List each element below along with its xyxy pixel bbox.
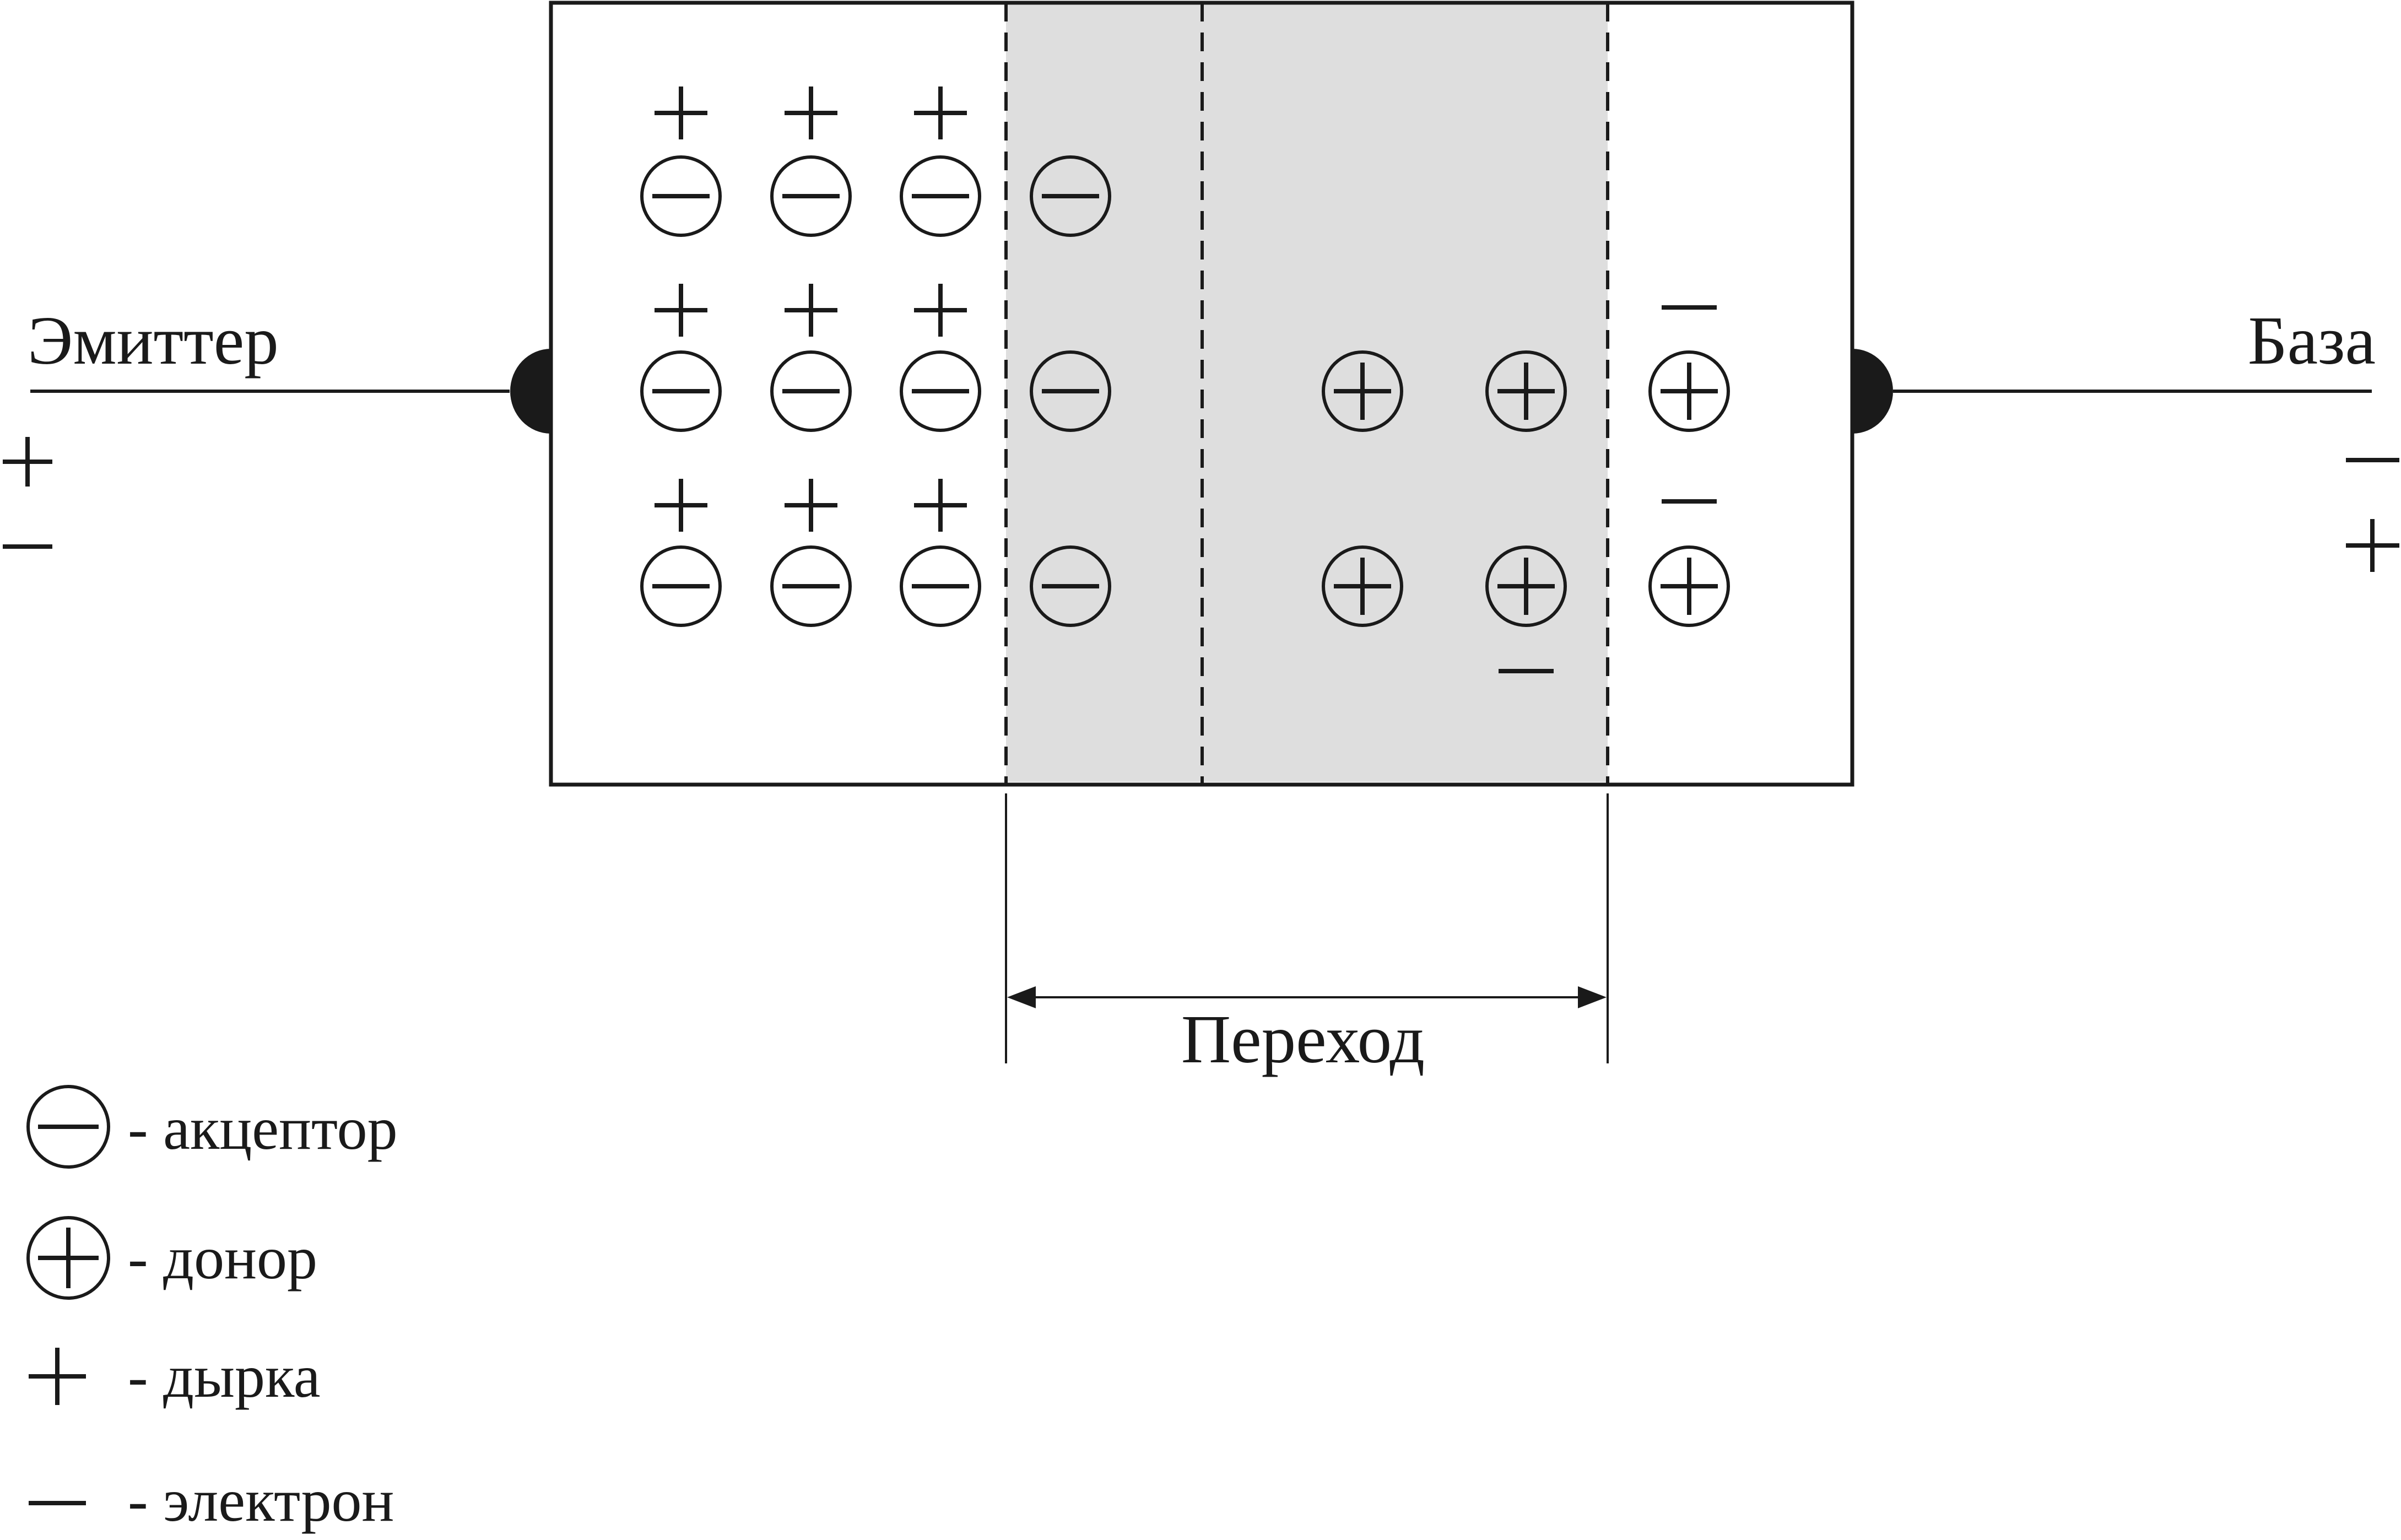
hole-icon xyxy=(785,87,837,139)
emitter-polarity xyxy=(3,437,52,549)
emitter-label: Эмиттер xyxy=(28,303,279,379)
arrow-left-icon xyxy=(1007,986,1036,1008)
acceptor-icon xyxy=(770,545,852,627)
donor-icon xyxy=(1485,545,1567,627)
base-polarity xyxy=(2346,458,2399,572)
junction-label: Переход xyxy=(1181,1002,1425,1078)
legend-item-acceptor: - акцептор xyxy=(26,1085,398,1169)
legend-donor-text: - донор xyxy=(128,1224,317,1292)
donor-icon xyxy=(1322,350,1403,432)
hole-icon xyxy=(29,1348,86,1405)
base-contact xyxy=(1852,349,1893,434)
donor-icon xyxy=(26,1216,110,1300)
hole-icon xyxy=(785,284,837,337)
hole-icon xyxy=(655,87,707,139)
acceptor-icon xyxy=(900,350,981,432)
donor-icon xyxy=(1648,350,1730,432)
legend-item-hole: - дырка xyxy=(29,1343,321,1410)
acceptor-icon xyxy=(900,155,981,237)
base-label: База xyxy=(2248,303,2376,379)
hole-icon xyxy=(655,284,707,337)
arrow-right-icon xyxy=(1578,986,1607,1008)
acceptor-icon xyxy=(640,350,722,432)
acceptor-icon xyxy=(640,545,722,627)
acceptor-icon xyxy=(1030,545,1111,627)
hole-icon xyxy=(655,479,707,532)
legend: - акцептор - донор - дырка - электрон xyxy=(26,1085,398,1534)
hole-icon xyxy=(914,87,967,139)
legend-hole-text: - дырка xyxy=(128,1343,321,1410)
acceptor-icon xyxy=(26,1085,110,1169)
hole-icon xyxy=(914,284,967,337)
legend-acceptor-text: - акцептор xyxy=(128,1095,398,1162)
hole-icon xyxy=(785,479,837,532)
legend-electron-text: - электрон xyxy=(128,1467,394,1534)
donor-icon xyxy=(1485,350,1567,432)
plus-icon xyxy=(2346,519,2399,572)
junction-dimension: Переход xyxy=(1005,793,1609,1078)
acceptor-icon xyxy=(640,155,722,237)
acceptor-icon xyxy=(770,350,852,432)
legend-item-electron: - электрон xyxy=(29,1467,394,1534)
emitter-contact xyxy=(510,349,551,434)
acceptor-icon xyxy=(1030,350,1111,432)
acceptor-icon xyxy=(900,545,981,627)
charge-carriers xyxy=(640,87,1730,673)
donor-icon xyxy=(1322,545,1403,627)
legend-item-donor: - донор xyxy=(26,1216,317,1300)
hole-icon xyxy=(914,479,967,532)
acceptor-icon xyxy=(770,155,852,237)
donor-icon xyxy=(1648,545,1730,627)
plus-icon xyxy=(3,437,52,487)
acceptor-icon xyxy=(1030,155,1111,237)
